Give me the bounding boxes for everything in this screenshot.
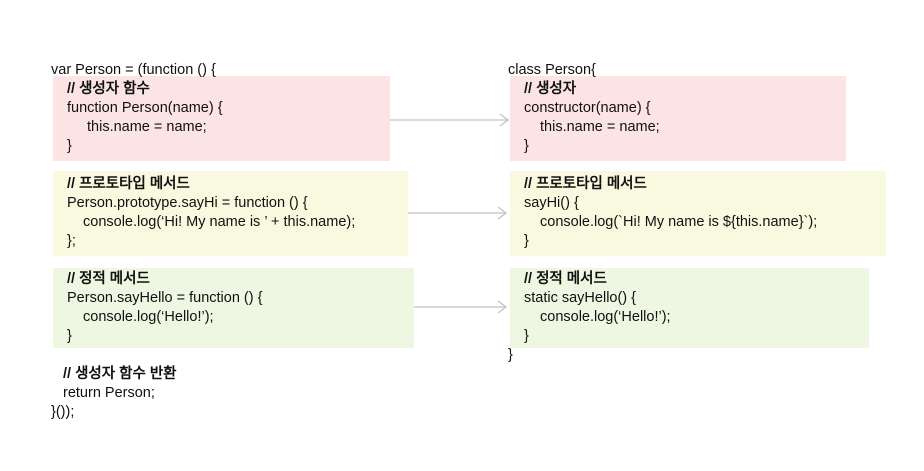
left-prototype-box xyxy=(53,171,408,256)
right-prototype-line3: } xyxy=(524,233,529,249)
left-static-line3: } xyxy=(67,328,72,344)
right-prototype-box xyxy=(510,171,886,256)
left-static-line2: console.log(‘Hello!’); xyxy=(83,309,214,325)
left-prototype-comment: // 프로토타입 메서드 xyxy=(67,176,190,192)
right-closing-brace: } xyxy=(508,347,513,363)
left-static-comment: // 정적 메서드 xyxy=(67,271,150,287)
right-prototype-comment: // 프로토타입 메서드 xyxy=(524,176,647,192)
right-static-comment: // 정적 메서드 xyxy=(524,271,607,287)
arrow-prototype xyxy=(408,206,508,220)
left-static-line1: Person.sayHello = function () { xyxy=(67,290,263,306)
right-static-line3: } xyxy=(524,328,529,344)
right-header-line: class Person{ xyxy=(508,62,596,78)
right-constructor-box xyxy=(510,76,846,161)
right-static-line1: static sayHello() { xyxy=(524,290,637,306)
right-constructor-line2: this.name = name; xyxy=(540,119,660,135)
left-prototype-line2: console.log(‘Hi! My name is ’ + this.nam… xyxy=(83,214,356,230)
left-constructor-line2: this.name = name; xyxy=(87,119,207,135)
left-constructor-comment: // 생성자 함수 xyxy=(67,81,150,97)
left-footer-line1: return Person; xyxy=(63,385,155,401)
right-static-line2: console.log(‘Hello!’); xyxy=(540,309,671,325)
left-footer-line2: }()); xyxy=(51,404,75,420)
right-prototype-line1: sayHi() { xyxy=(524,195,579,211)
left-static-box xyxy=(53,268,414,348)
right-constructor-comment: // 생성자 xyxy=(524,81,577,97)
arrow-static xyxy=(414,300,508,314)
left-footer-comment: // 생성자 함수 반환 xyxy=(63,366,177,382)
left-prototype-line3: }; xyxy=(67,233,76,249)
right-constructor-line1: constructor(name) { xyxy=(524,100,651,116)
left-prototype-line1: Person.prototype.sayHi = function () { xyxy=(67,195,308,211)
left-constructor-line3: } xyxy=(67,138,72,154)
right-static-box xyxy=(510,268,869,348)
right-prototype-line2: console.log(`Hi! My name is ${this.name}… xyxy=(540,214,818,230)
arrow-constructor xyxy=(390,113,510,127)
left-constructor-box xyxy=(53,76,390,161)
left-header-line: var Person = (function () { xyxy=(51,62,216,78)
left-constructor-line1: function Person(name) { xyxy=(67,100,223,116)
right-constructor-line3: } xyxy=(524,138,529,154)
